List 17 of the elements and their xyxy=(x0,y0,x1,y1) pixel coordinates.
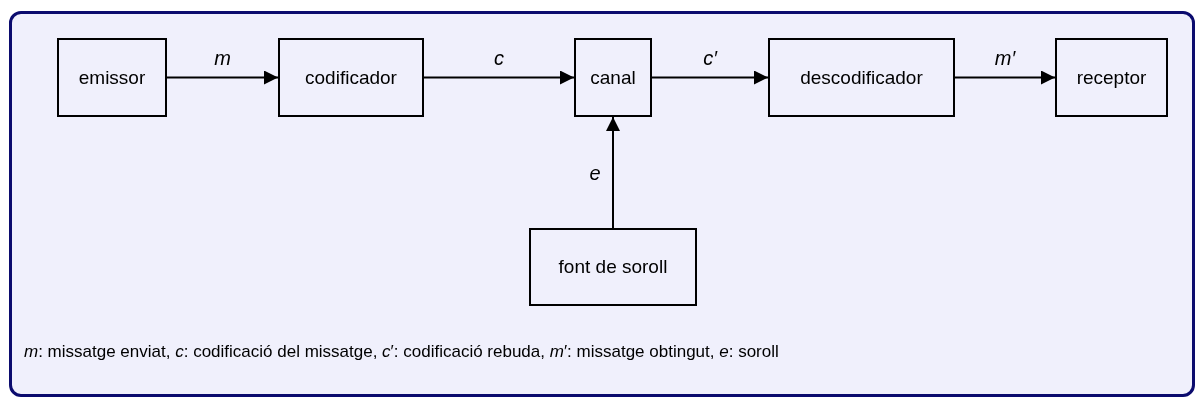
arrow xyxy=(423,70,575,85)
edge-label: m′ xyxy=(994,46,1016,69)
arrow xyxy=(954,70,1056,85)
caption: m: missatge enviat, c: codificació del missatge, c′: codificació rebuda, m′: missatge obtingut, e: soroll xyxy=(24,341,780,363)
process-box: receptor xyxy=(1055,38,1168,117)
edge-label: c′ xyxy=(703,46,717,69)
process-box: codificador xyxy=(278,38,424,117)
process-box: descodificador xyxy=(768,38,955,117)
process-box: font de soroll xyxy=(529,228,697,306)
edge-label: m xyxy=(214,46,231,69)
arrow xyxy=(606,116,620,229)
process-box: canal xyxy=(574,38,652,117)
edge-label: e xyxy=(589,161,601,184)
arrow xyxy=(651,70,769,85)
process-box: emissor xyxy=(57,38,167,117)
arrow xyxy=(166,70,279,85)
edge-label: c xyxy=(494,46,504,69)
